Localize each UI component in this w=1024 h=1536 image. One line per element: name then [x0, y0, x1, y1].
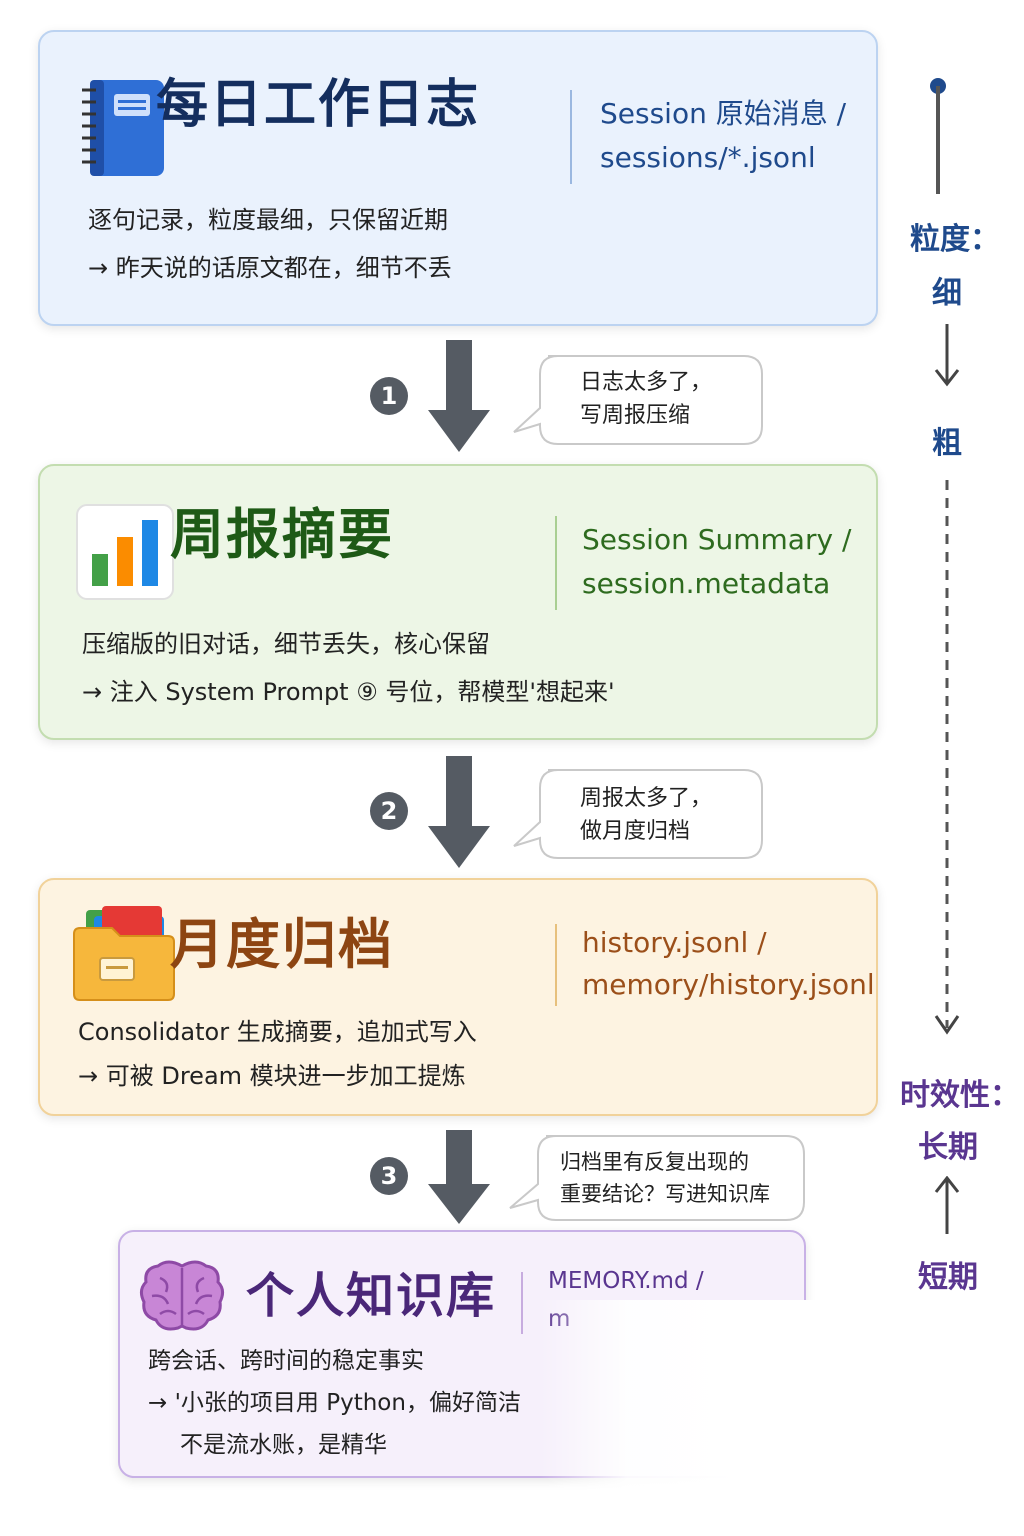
daily-log-description: 逐句记录，粒度最细，只保留近期 → 昨天说的话原文都在，细节不丢: [88, 196, 452, 292]
description-line-3: 不是流水账，是精华: [180, 1432, 387, 1458]
source-line-2: memory/history.jsonl: [582, 968, 875, 1001]
timeliness-long-term: 长期: [918, 1130, 978, 1165]
description-line-1: 压缩版的旧对话，细节丢失，核心保留: [82, 630, 490, 658]
speech-bubble-1-text: 日志太多了， 写周报压缩: [580, 366, 712, 432]
divider: [555, 516, 557, 610]
granularity-fine: 细: [932, 276, 962, 311]
weekly-summary-card: [38, 464, 878, 740]
bubble-line-1: 周报太多了，: [580, 786, 713, 811]
down-arrow-icon: [428, 1130, 490, 1224]
step-badge-3: 3: [370, 1157, 408, 1195]
knowledge-base-title: 个人知识库: [246, 1268, 497, 1324]
bubble-line-2: 做月度归档: [580, 819, 691, 844]
granularity-scale-line: [930, 78, 946, 194]
dashed-scale-line: [934, 480, 960, 1035]
description-line-1: 逐句记录，粒度最细，只保留近期: [88, 206, 448, 234]
bubble-line-1: 日志太多了，: [580, 370, 713, 395]
step-badge-1: 1: [370, 377, 408, 415]
source-line-1: Session Summary /: [582, 523, 852, 556]
description-line-1: Consolidator 生成摘要，追加式写入: [78, 1018, 477, 1046]
granularity-label: 粒度：: [910, 222, 1000, 257]
notebook-icon: [82, 80, 164, 176]
weekly-summary-title: 周报摘要: [170, 503, 394, 566]
arrow-down-icon: [934, 324, 960, 387]
source-line-1: history.jsonl /: [582, 926, 767, 959]
divider: [555, 924, 557, 1006]
divider: [570, 90, 572, 184]
source-line-2: sessions/*.jsonl: [600, 141, 816, 174]
speech-bubble-1: [513, 355, 763, 445]
speech-bubble-2-text: 周报太多了， 做月度归档: [580, 782, 712, 848]
description-line-2: → 昨天说的话原文都在，细节不丢: [88, 254, 452, 282]
knowledge-base-description: 跨会话、跨时间的稳定事实 → '小张的项目用 Python，偏好简洁 不是流水账…: [148, 1340, 521, 1466]
daily-log-card: [38, 30, 878, 326]
weekly-summary-source: Session Summary / session.metadata: [582, 518, 851, 606]
speech-bubble-3: [509, 1135, 805, 1221]
source-line-1: MEMORY.md /: [548, 1268, 704, 1294]
weekly-summary-description: 压缩版的旧对话，细节丢失，核心保留 → 注入 System Prompt ⑨ 号…: [82, 620, 615, 716]
description-line-1: 跨会话、跨时间的稳定事实: [148, 1348, 424, 1374]
monthly-archive-title: 月度归档: [170, 913, 394, 976]
description-line-2: → 可被 Dream 模块进一步加工提炼: [78, 1062, 466, 1090]
bubble-line-2: 写周报压缩: [580, 403, 691, 428]
down-arrow-icon: [428, 756, 490, 868]
divider: [521, 1272, 523, 1334]
monthly-archive-description: Consolidator 生成摘要，追加式写入 → 可被 Dream 模块进一步…: [78, 1010, 477, 1098]
source-line-1: Session 原始消息 /: [600, 97, 847, 130]
folder-icon: [73, 906, 175, 1001]
speech-bubble-3-text: 归档里有反复出现的 重要结论？写进知识库: [560, 1146, 770, 1210]
granularity-coarse: 粗: [932, 426, 962, 461]
daily-log-title: 每日工作日志: [156, 75, 481, 135]
bubble-line-2: 重要结论？写进知识库: [560, 1182, 770, 1206]
daily-log-source: Session 原始消息 / sessions/*.jsonl: [600, 92, 846, 180]
speech-bubble-2: [513, 769, 763, 859]
bar-chart-icon: [76, 504, 174, 600]
source-line-2: session.metadata: [582, 567, 831, 600]
bubble-line-1: 归档里有反复出现的: [560, 1150, 749, 1174]
fade-overlay: [540, 1300, 1024, 1536]
monthly-archive-card: [38, 878, 878, 1116]
timeliness-short-term: 短期: [918, 1260, 978, 1295]
description-line-2: → 注入 System Prompt ⑨ 号位，帮模型'想起来': [82, 678, 615, 706]
timeliness-label: 时效性：: [900, 1078, 1020, 1113]
step-badge-2: 2: [370, 792, 408, 830]
down-arrow-icon: [428, 340, 490, 452]
arrow-up-icon: [934, 1176, 960, 1234]
brain-icon: [139, 1260, 225, 1331]
monthly-archive-source: history.jsonl / memory/history.jsonl: [582, 922, 875, 1006]
description-line-2: → '小张的项目用 Python，偏好简洁: [148, 1390, 521, 1416]
